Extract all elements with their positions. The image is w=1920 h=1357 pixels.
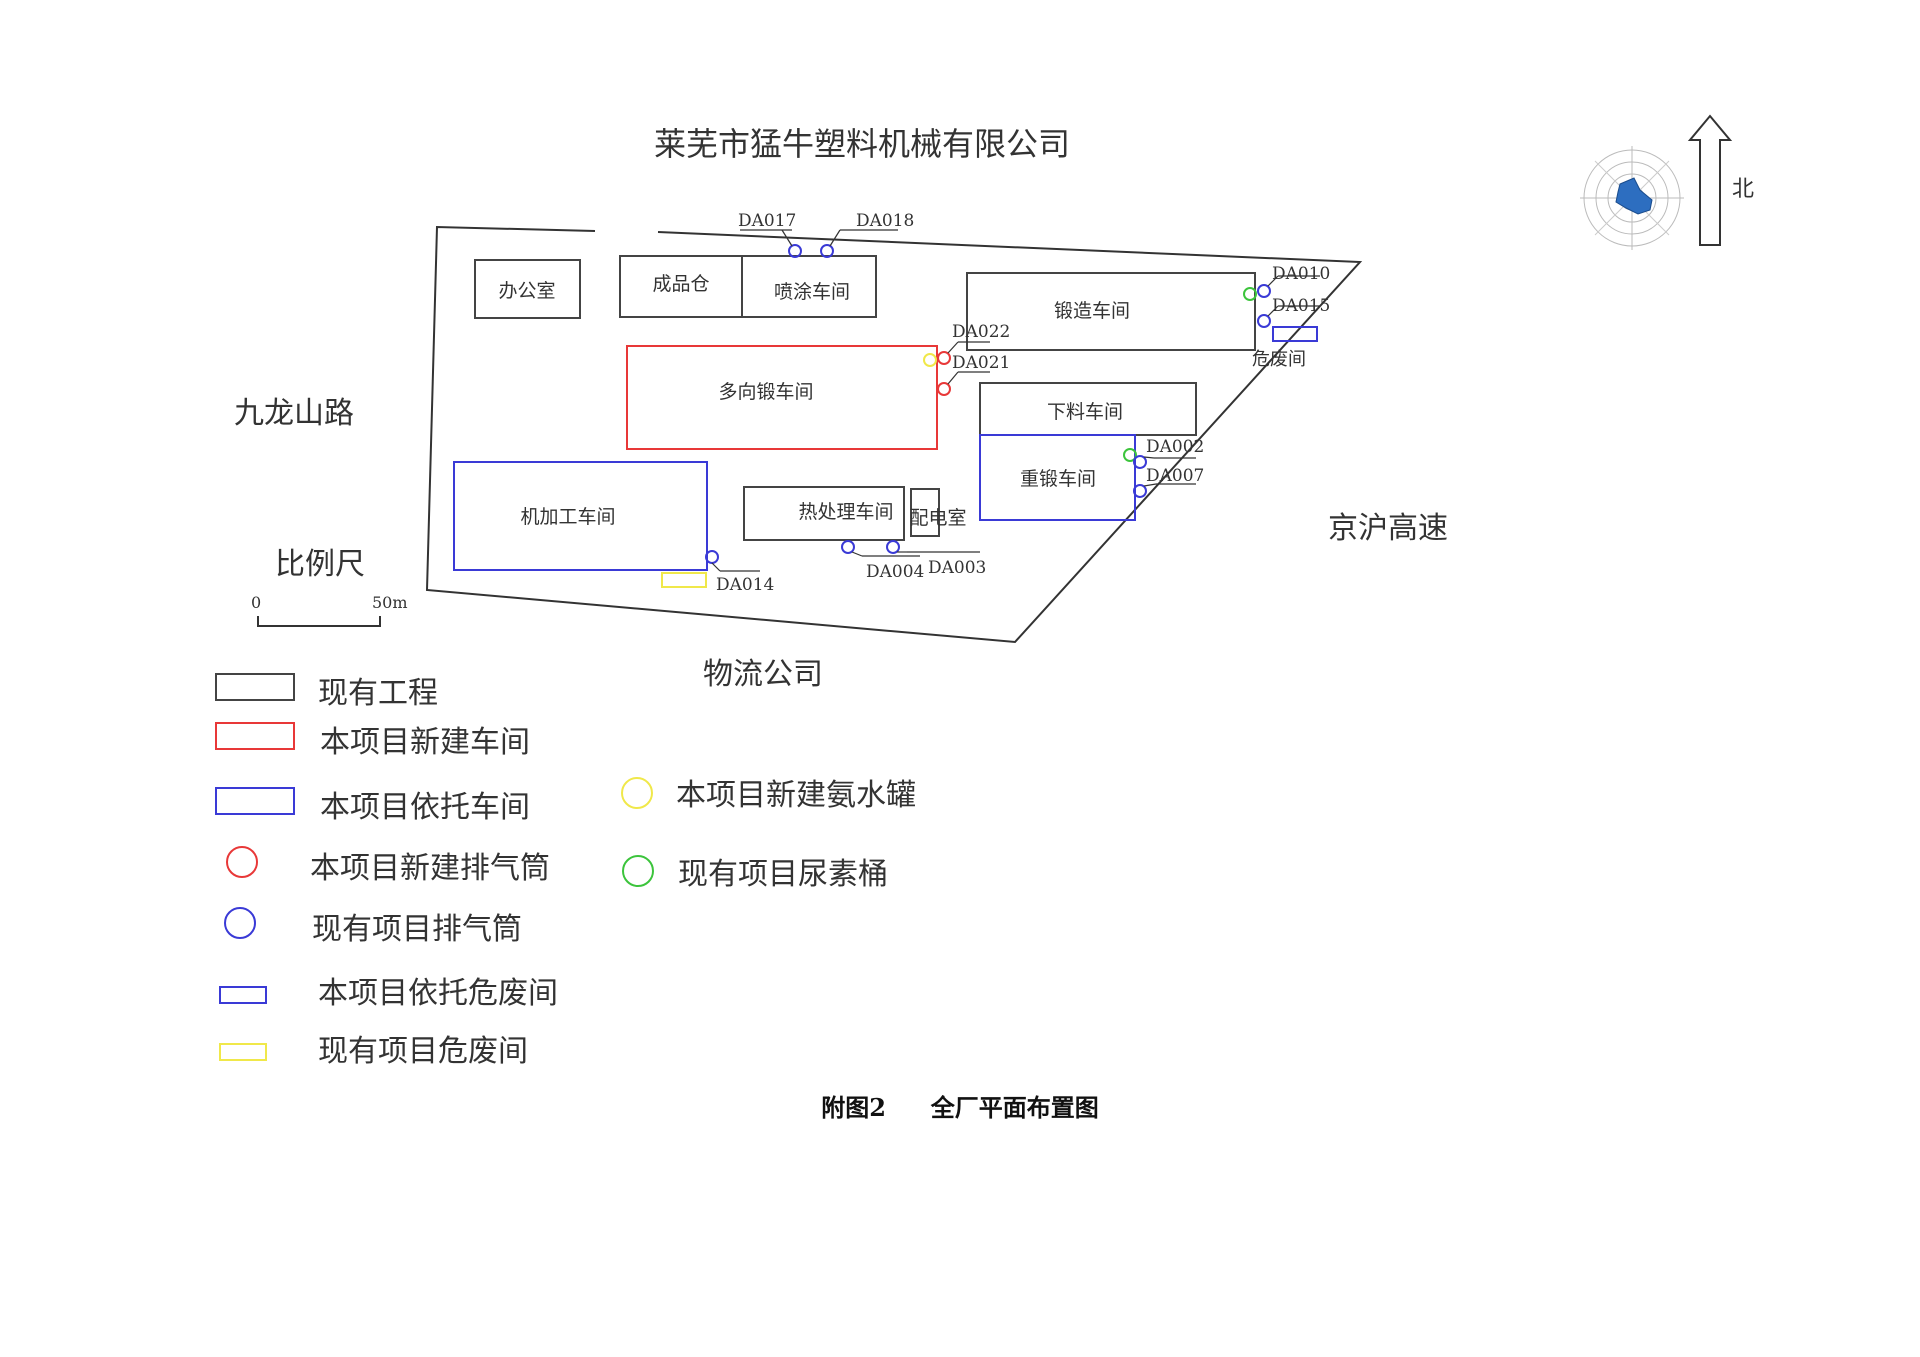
road-west-label: 九龙山路 — [234, 396, 354, 431]
legend-existing-hazard-swatch — [219, 1043, 267, 1061]
legend-relied-hazard-label: 本项目依托危废间 — [318, 976, 558, 1011]
stack-label-da002: DA002 — [1146, 437, 1204, 457]
scale-end-label: 50m — [372, 593, 408, 612]
stack-da014 — [705, 550, 760, 572]
scale-bar — [257, 616, 381, 627]
heat-treatment-building — [743, 486, 905, 541]
stack-label-da003: DA003 — [928, 558, 986, 578]
legend-new-stack-swatch — [226, 846, 258, 878]
urea-bucket — [1243, 287, 1257, 301]
legend-relied-workshop-swatch — [215, 787, 295, 815]
legend-existing-stack-label: 现有项目排气筒 — [312, 912, 522, 947]
power-room-building — [910, 488, 940, 537]
legend-existing-swatch — [215, 673, 295, 701]
wind-rose-icon — [1580, 146, 1684, 250]
caption-label: 附图2 — [821, 1093, 886, 1122]
caption-text: 全厂平面布置图 — [930, 1093, 1099, 1122]
legend-existing-hazard-label: 现有项目危废间 — [318, 1034, 528, 1069]
urea-bucket — [1123, 448, 1137, 462]
site-boundary — [425, 225, 1363, 644]
forging-label: 锻造车间 — [1054, 300, 1130, 322]
road-south-label: 物流公司 — [703, 657, 823, 692]
stack-da004 — [841, 540, 920, 557]
stack-label-da010: DA010 — [1272, 264, 1330, 284]
spray-building — [741, 255, 877, 318]
heat-treatment-label: 热处理车间 — [798, 501, 893, 523]
legend-existing-urea-label: 现有项目尿素桶 — [678, 857, 888, 892]
spray-label: 喷涂车间 — [774, 281, 850, 303]
stack-da022 — [937, 341, 990, 365]
heavy-forging-building — [979, 434, 1136, 521]
legend-existing-urea-swatch — [622, 855, 654, 887]
stack-label-da018: DA018 — [856, 211, 914, 231]
legend-new-workshop-swatch — [215, 722, 295, 750]
power-room-label: 配电室 — [909, 507, 966, 529]
stack-da007 — [1133, 483, 1196, 498]
company-title: 莱芜市猛牛塑料机械有限公司 — [654, 125, 1070, 163]
legend-relied-workshop-label: 本项目依托车间 — [320, 790, 530, 825]
stack-label-da004: DA004 — [866, 562, 924, 582]
legend-new-workshop-label: 本项目新建车间 — [320, 725, 530, 760]
machining-building — [453, 461, 708, 571]
multi-forging-building — [626, 345, 938, 450]
stack-label-da021: DA021 — [952, 353, 1010, 373]
hazard-room-label: 危废间 — [1252, 349, 1306, 370]
legend-existing-label: 现有工程 — [318, 676, 438, 711]
stack-da003 — [886, 540, 980, 554]
ammonia-tank — [923, 353, 937, 367]
legend-new-stack-label: 本项目新建排气筒 — [310, 851, 550, 886]
stack-da021 — [937, 371, 990, 396]
forging-building — [966, 272, 1256, 351]
scale-title: 比例尺 — [275, 547, 365, 582]
heavy-forging-label: 重锻车间 — [1020, 468, 1096, 490]
stack-label-da022: DA022 — [952, 322, 1010, 342]
north-arrow-icon — [1687, 114, 1733, 246]
stack-da010 — [1257, 275, 1320, 298]
stack-da015 — [1257, 305, 1320, 328]
stack-label-da007: DA007 — [1146, 466, 1204, 486]
stack-da017 — [740, 229, 802, 258]
scale-start-label: 0 — [251, 593, 261, 612]
stack-label-da017: DA017 — [738, 211, 796, 231]
legend-relied-hazard-swatch — [219, 986, 267, 1004]
existing-hazard-room — [661, 572, 707, 588]
legend-new-ammonia-label: 本项目新建氨水罐 — [676, 778, 916, 813]
legend-existing-stack-swatch — [224, 907, 256, 939]
office-building — [474, 259, 581, 319]
office-label: 办公室 — [498, 280, 555, 302]
stack-da018 — [820, 229, 898, 258]
stack-label-da015: DA015 — [1272, 296, 1330, 316]
legend-new-ammonia-swatch — [621, 777, 653, 809]
figure-caption: 附图2 全厂平面布置图 — [0, 1088, 1920, 1123]
blanking-label: 下料车间 — [1047, 401, 1123, 423]
machining-label: 机加工车间 — [520, 506, 615, 528]
multi-forging-label: 多向锻车间 — [718, 381, 813, 403]
relied-hazard-room — [1272, 326, 1318, 342]
stack-da002 — [1133, 455, 1196, 469]
road-east-label: 京沪高速 — [1328, 511, 1448, 546]
finished-goods-label: 成品仓 — [652, 273, 709, 295]
north-label: 北 — [1732, 177, 1754, 202]
stack-label-da014: DA014 — [716, 575, 774, 595]
